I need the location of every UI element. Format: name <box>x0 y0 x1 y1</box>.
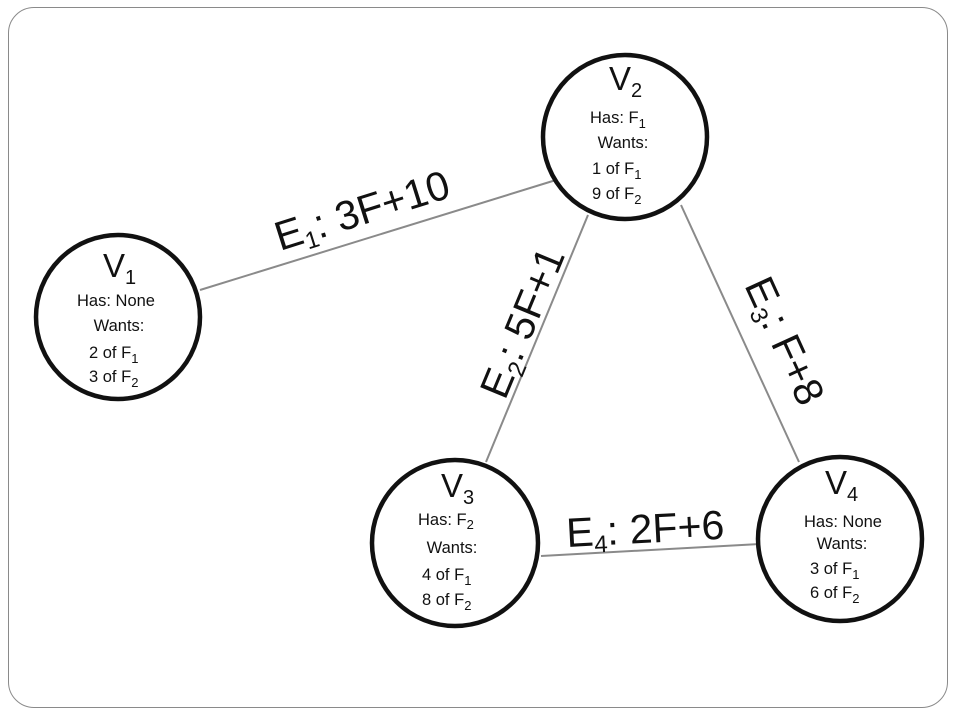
node-v3-want-1: 4 of F1 <box>422 566 471 588</box>
edge-e1-line <box>199 179 557 291</box>
node-v1-title: V1 <box>103 247 136 289</box>
node-v3-circle <box>369 457 541 629</box>
node-v2-has: Has: F1 <box>590 109 646 131</box>
node-v2-want-1: 1 of F1 <box>592 160 641 182</box>
node-v3-want-2: 8 of F2 <box>422 591 471 613</box>
node-v1-want-1: 2 of F1 <box>89 344 138 366</box>
node-v4-want-2: 6 of F2 <box>810 584 859 606</box>
node-v4-circle <box>755 454 925 624</box>
node-v4-want-1: 3 of F1 <box>810 560 859 582</box>
node-v2-wants-label: Wants: <box>598 134 649 152</box>
edge-label-e3: E3: F+8 <box>732 270 834 414</box>
node-v4-wants-label: Wants: <box>817 535 868 553</box>
node-v2-want-2: 9 of F2 <box>592 185 641 207</box>
node-v3: V3 Has: F2 Wants: 4 of F1 8 of F2 <box>369 457 541 629</box>
node-v2-title: V2 <box>609 60 642 102</box>
node-v4-title: V4 <box>825 464 858 506</box>
node-v1: V1 Has: None Wants: 2 of F1 3 of F2 <box>33 232 203 402</box>
node-v4: V4 Has: None Wants: 3 of F1 6 of F2 <box>755 454 925 624</box>
edge-label-e4: E4: 2F+6 <box>565 502 725 560</box>
edge-e3-line <box>680 204 800 463</box>
edge-e2-line <box>485 214 589 463</box>
node-v2: V2 Has: F1 Wants: 1 of F1 9 of F2 <box>540 52 710 222</box>
node-v3-wants-label: Wants: <box>427 539 478 557</box>
node-v1-want-2: 3 of F2 <box>89 368 138 390</box>
node-v1-circle <box>33 232 203 402</box>
node-v4-has: Has: None <box>804 513 882 531</box>
node-v3-has: Has: F2 <box>418 511 474 532</box>
node-v1-wants-label: Wants: <box>94 317 145 335</box>
edge-label-e1: E1: 3F+10 <box>269 161 457 263</box>
node-v1-has: Has: None <box>77 292 155 310</box>
node-v2-circle <box>540 52 710 222</box>
edge-label-e2: E2: 5F+1 <box>471 241 578 406</box>
edge-e4-line <box>540 543 761 557</box>
node-v3-title: V3 <box>441 467 474 509</box>
